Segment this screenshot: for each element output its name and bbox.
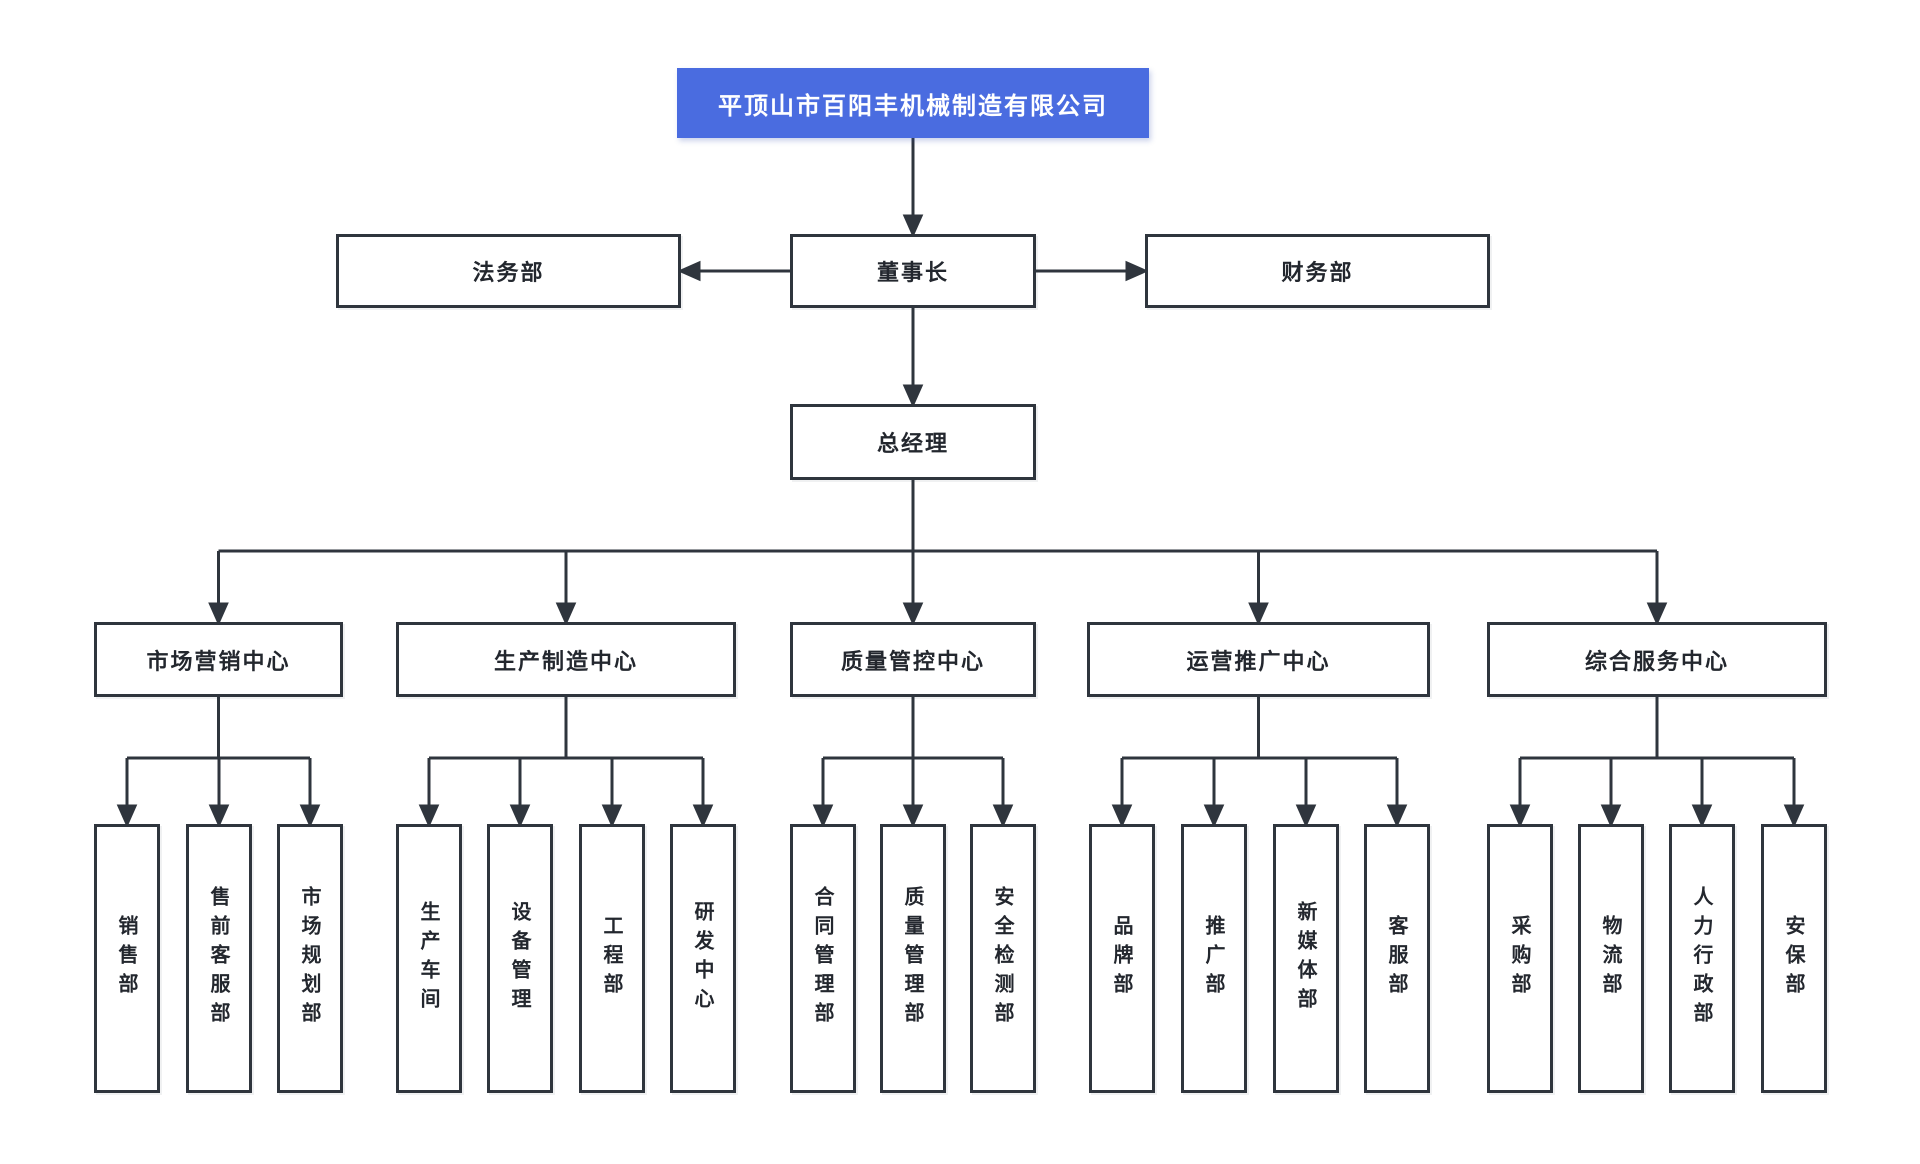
dept-label: 安保部: [1782, 915, 1806, 1002]
dept-label: 新媒体部: [1294, 900, 1318, 1017]
dept-label: 推广部: [1202, 915, 1226, 1002]
node-dept-4-2[interactable]: 人力行政部: [1669, 824, 1735, 1093]
center-label: 市场营销中心: [146, 649, 291, 675]
node-dept-3-1[interactable]: 推广部: [1181, 824, 1247, 1093]
center-label: 质量管控中心: [840, 649, 985, 675]
node-general-manager[interactable]: 总经理: [790, 404, 1036, 480]
dept-label: 工程部: [600, 915, 624, 1002]
node-dept-1-2[interactable]: 工程部: [579, 824, 645, 1093]
node-company-root[interactable]: 平顶山市百阳丰机械制造有限公司: [677, 68, 1149, 138]
node-dept-1-3[interactable]: 研发中心: [670, 824, 736, 1093]
node-center-4[interactable]: 综合服务中心: [1487, 622, 1827, 697]
node-dept-0-2[interactable]: 市场规划部: [277, 824, 343, 1093]
dept-label: 市场规划部: [298, 886, 322, 1031]
dept-label: 质量管理部: [901, 886, 925, 1031]
center-label: 综合服务中心: [1584, 649, 1729, 675]
node-finance-dept[interactable]: 财务部: [1145, 234, 1490, 308]
node-center-0[interactable]: 市场营销中心: [94, 622, 343, 697]
dept-label: 售前客服部: [207, 886, 231, 1031]
dept-label: 生产车间: [417, 900, 441, 1017]
node-center-2[interactable]: 质量管控中心: [790, 622, 1036, 697]
node-dept-3-3[interactable]: 客服部: [1364, 824, 1430, 1093]
node-dept-3-0[interactable]: 品牌部: [1089, 824, 1155, 1093]
general-manager-label: 总经理: [876, 432, 949, 457]
node-dept-1-1[interactable]: 设备管理: [487, 824, 553, 1093]
legal-dept-label: 法务部: [472, 261, 545, 286]
center-label: 运营推广中心: [1186, 649, 1331, 675]
node-chairman[interactable]: 董事长: [790, 234, 1036, 308]
node-dept-0-1[interactable]: 售前客服部: [186, 824, 252, 1093]
finance-dept-label: 财务部: [1281, 261, 1354, 286]
dept-label: 品牌部: [1110, 915, 1134, 1002]
dept-label: 研发中心: [691, 900, 715, 1017]
node-dept-4-3[interactable]: 安保部: [1761, 824, 1827, 1093]
node-dept-2-1[interactable]: 质量管理部: [880, 824, 946, 1093]
dept-label: 安全检测部: [991, 886, 1015, 1031]
dept-label: 设备管理: [508, 900, 532, 1017]
company-name-label: 平顶山市百阳丰机械制造有限公司: [718, 91, 1108, 120]
dept-label: 客服部: [1385, 915, 1409, 1002]
node-dept-3-2[interactable]: 新媒体部: [1273, 824, 1339, 1093]
node-dept-2-0[interactable]: 合同管理部: [790, 824, 856, 1093]
dept-label: 采购部: [1508, 915, 1532, 1002]
node-dept-4-1[interactable]: 物流部: [1578, 824, 1644, 1093]
node-dept-1-0[interactable]: 生产车间: [396, 824, 462, 1093]
node-center-1[interactable]: 生产制造中心: [396, 622, 736, 697]
node-dept-4-0[interactable]: 采购部: [1487, 824, 1553, 1093]
dept-label: 物流部: [1599, 915, 1623, 1002]
node-dept-0-0[interactable]: 销售部: [94, 824, 160, 1093]
dept-label: 销售部: [115, 915, 139, 1002]
node-dept-2-2[interactable]: 安全检测部: [970, 824, 1036, 1093]
center-label: 生产制造中心: [493, 649, 638, 675]
dept-label: 人力行政部: [1690, 886, 1714, 1031]
node-center-3[interactable]: 运营推广中心: [1087, 622, 1430, 697]
dept-label: 合同管理部: [811, 886, 835, 1031]
node-legal-dept[interactable]: 法务部: [336, 234, 681, 308]
chairman-label: 董事长: [876, 261, 949, 286]
